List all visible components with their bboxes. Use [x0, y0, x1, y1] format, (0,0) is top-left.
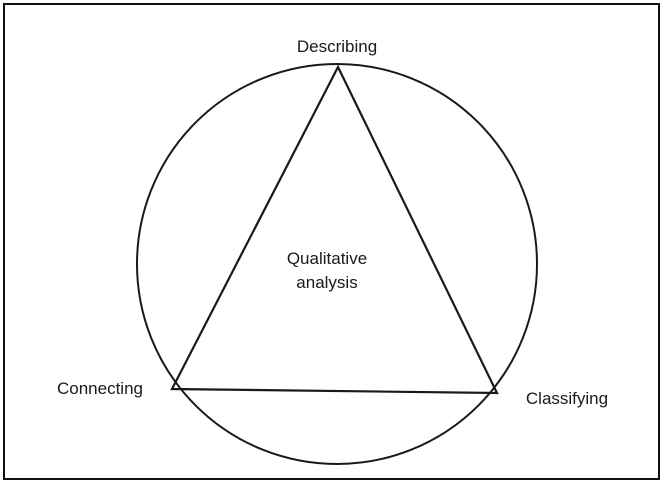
center-label-line1: Qualitative: [287, 249, 367, 268]
node-label-connecting: Connecting: [57, 379, 143, 398]
node-label-classifying: Classifying: [526, 389, 608, 408]
triangle: [170, 64, 499, 395]
outer-circle: [136, 63, 538, 465]
diagram-frame: [3, 3, 660, 480]
node-label-describing: Describing: [297, 37, 377, 56]
center-label-line2: analysis: [296, 273, 357, 292]
